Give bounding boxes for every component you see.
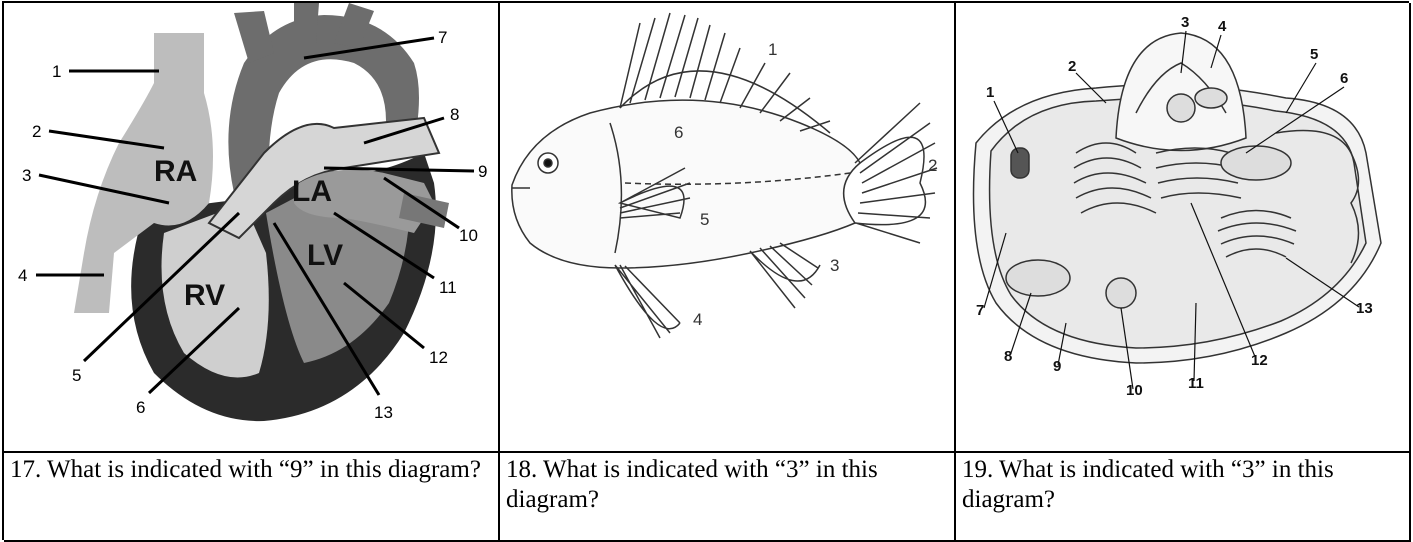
cell-number-9: 9 bbox=[1053, 358, 1061, 375]
heart-diagram: RA LA LV RV 1 bbox=[18, 3, 487, 422]
heart-number-3: 3 bbox=[22, 166, 31, 185]
heart-number-1: 1 bbox=[52, 62, 61, 81]
heart-number-13: 13 bbox=[374, 403, 393, 422]
cell-number-5: 5 bbox=[1310, 46, 1318, 63]
heart-number-11: 11 bbox=[439, 278, 457, 297]
cell-number-1: 1 bbox=[986, 84, 994, 101]
cell-number-3: 3 bbox=[1181, 14, 1189, 31]
cell-number-4: 4 bbox=[1218, 18, 1227, 35]
question-17: 17. What is indicated with “9” in this d… bbox=[4, 453, 500, 542]
fish-number-4: 4 bbox=[693, 310, 702, 329]
heart-number-10: 10 bbox=[459, 226, 478, 245]
fish-diagram-cell: 1 2 3 4 5 6 bbox=[500, 3, 956, 453]
fish-number-3: 3 bbox=[830, 256, 839, 275]
fish-number-1: 1 bbox=[768, 40, 777, 59]
heart-number-8: 8 bbox=[450, 105, 459, 124]
fish-number-5: 5 bbox=[700, 210, 709, 229]
fish-number-6: 6 bbox=[674, 123, 683, 142]
heart-number-7: 7 bbox=[438, 28, 447, 47]
question-19: 19. What is indicated with “3” in this d… bbox=[956, 453, 1411, 542]
heart-label-rv: RV bbox=[184, 279, 225, 312]
heart-diagram-cell: RA LA LV RV 1 bbox=[4, 3, 500, 453]
heart-number-5: 5 bbox=[72, 366, 81, 385]
cell-number-7: 7 bbox=[976, 302, 984, 319]
cell-number-10: 10 bbox=[1126, 382, 1143, 399]
heart-label-la: LA bbox=[292, 175, 332, 208]
cell-number-8: 8 bbox=[1004, 348, 1012, 365]
cell-number-11: 11 bbox=[1188, 375, 1204, 392]
cell-number-2: 2 bbox=[1068, 58, 1076, 75]
cell-diagram-cell: 1 2 3 4 5 6 7 8 9 10 11 12 13 bbox=[956, 3, 1411, 453]
fish-number-2: 2 bbox=[928, 156, 937, 175]
animal-cell-diagram: 1 2 3 4 5 6 7 8 9 10 11 12 13 bbox=[972, 14, 1382, 399]
fish-diagram: 1 2 3 4 5 6 bbox=[511, 12, 937, 339]
heart-label-ra: RA bbox=[154, 155, 197, 188]
heart-number-9: 9 bbox=[478, 162, 487, 181]
question-18: 18. What is indicated with “3” in this d… bbox=[500, 453, 956, 542]
heart-number-4: 4 bbox=[18, 266, 27, 285]
cell-number-13: 13 bbox=[1356, 300, 1373, 317]
cell-number-6: 6 bbox=[1340, 70, 1348, 87]
heart-number-6: 6 bbox=[136, 398, 145, 417]
heart-number-2: 2 bbox=[32, 122, 41, 141]
heart-label-lv: LV bbox=[307, 239, 343, 272]
heart-number-12: 12 bbox=[429, 348, 448, 367]
